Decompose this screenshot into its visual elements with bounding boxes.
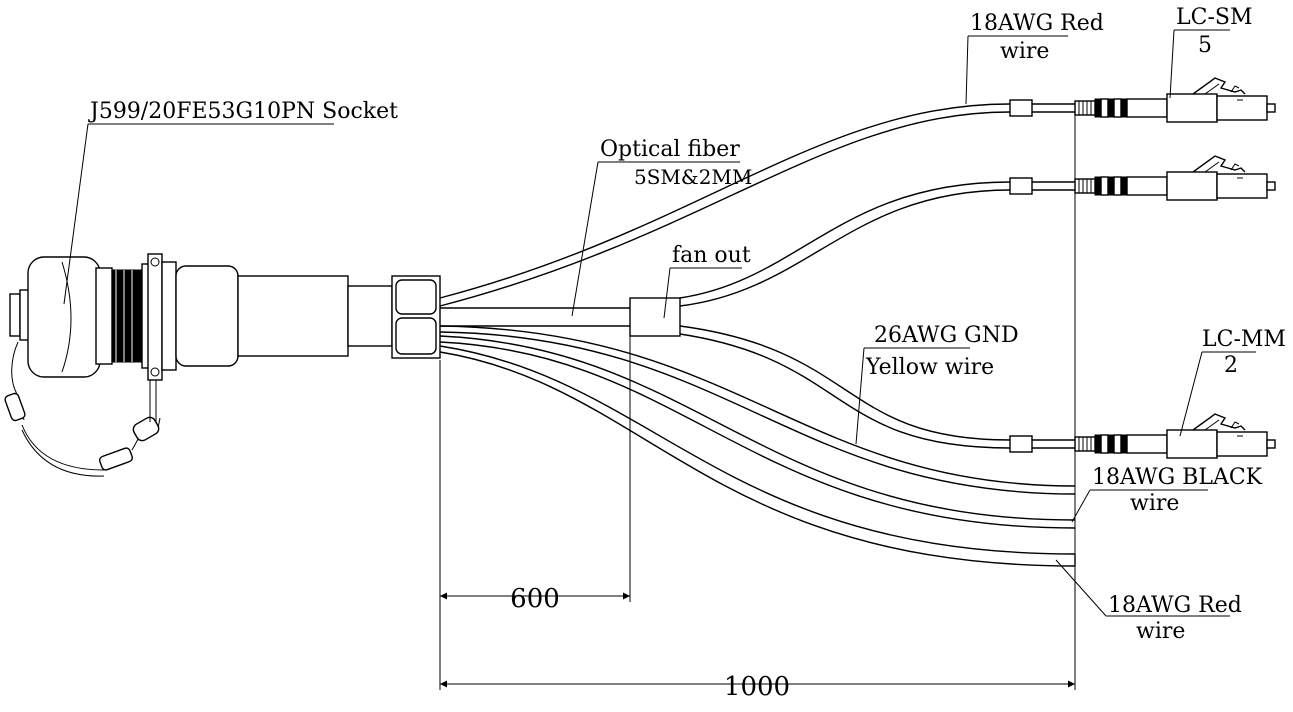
label-red-wire-top: 18AWG Red [970,11,1104,36]
dimension-lines: 600 1000 [439,104,1076,702]
label-lc-sm: LC-SM [1176,5,1252,30]
back-shell [175,265,239,367]
label-optical-fiber: Optical fiber [600,137,740,162]
label-fan-out: fan out [672,243,751,268]
label-black-wire-2: wire [1130,491,1179,516]
label-lc-mm: LC-MM [1202,327,1286,352]
label-connector: J599/20FE53G10PN Socket [88,99,398,124]
cable-routing [439,99,1076,567]
label-red-wire-bottom: 18AWG Red [1108,593,1242,618]
dust-cap-pin [9,293,21,337]
connector-cap-body [27,256,101,378]
label-lc-mm-count: 2 [1224,353,1238,378]
fiber-line-1 [439,103,1011,299]
fiber-line-3 [679,325,1011,441]
lc-sm-connector-2 [1074,155,1276,201]
dim-1000-text: 1000 [724,672,790,702]
label-red-wire-top-2: wire [1000,39,1049,64]
fiber-line-2 [679,181,1011,299]
gnd-yellow-wire [439,325,1076,487]
black-wire [439,335,1076,521]
label-black-wire: 18AWG BLACK [1092,465,1263,490]
label-lc-sm-count: 5 [1198,33,1212,58]
label-red-wire-bottom-2: wire [1136,619,1185,644]
label-gnd-wire-2: Yellow wire [865,355,994,380]
callout-labels: J599/20FE53G10PN Socket Optical fiber 5S… [88,5,1286,644]
red-wire-bottom [439,345,1076,555]
mounting-flange [147,253,163,381]
callout-leaders [63,29,1256,617]
dim-600-text: 600 [510,584,560,614]
lc-mm-connector [1074,413,1276,459]
knurled-coupling-ring [111,269,143,363]
label-optical-fiber-count: 5SM&2MM [634,165,752,189]
fan-out-body [629,297,681,337]
j599-socket-connector [4,253,441,477]
label-gnd-wire: 26AWG GND [874,323,1019,348]
lc-sm-connector-1 [1074,77,1276,123]
